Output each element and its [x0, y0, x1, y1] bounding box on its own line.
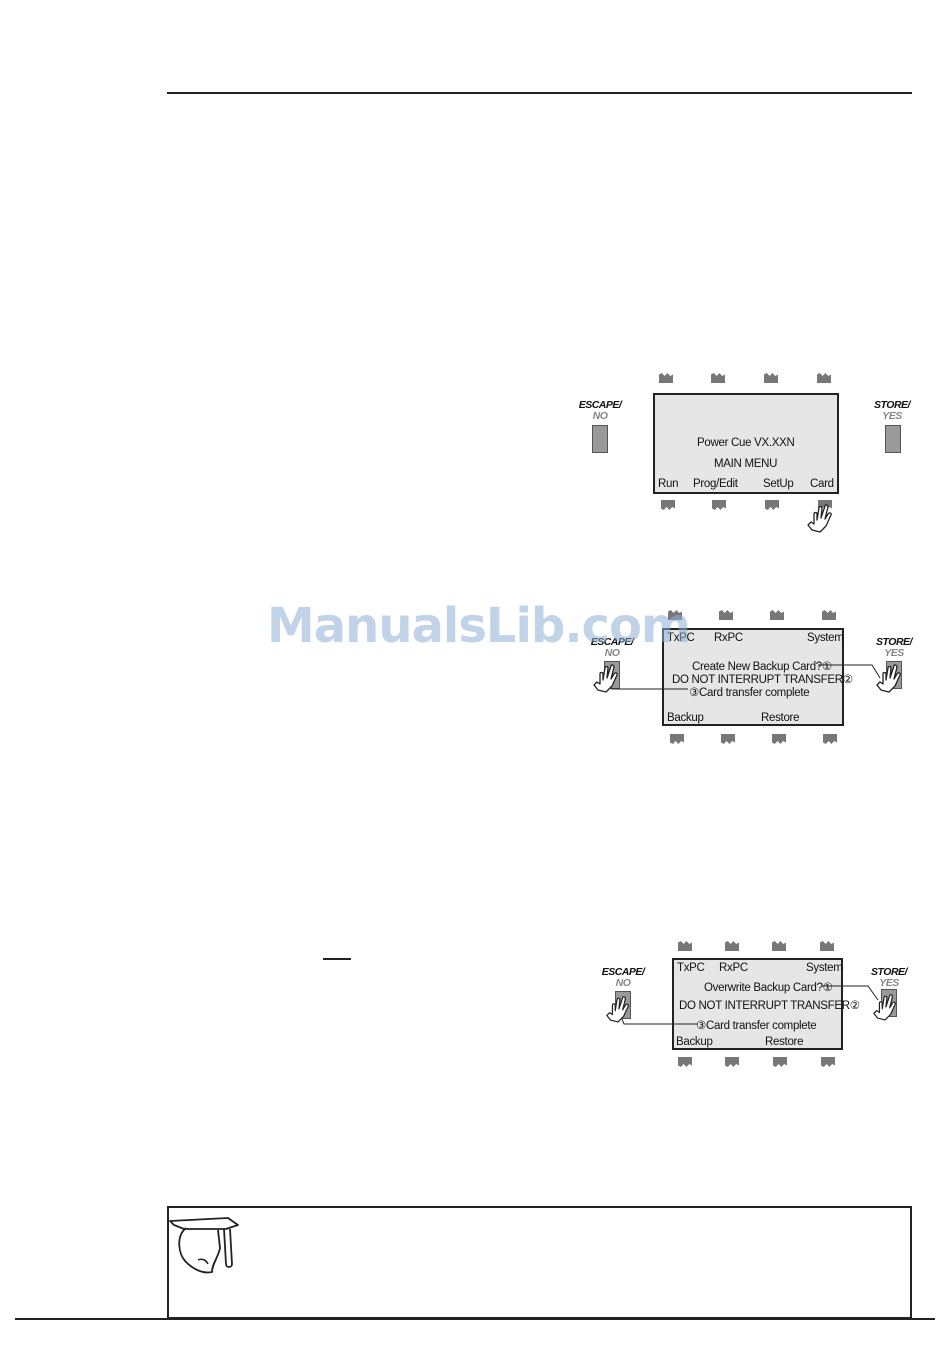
soft-key-top-3[interactable] [764, 373, 778, 383]
soft-key-progedit[interactable] [712, 500, 726, 510]
store-yes-label: STORE/ YES [871, 966, 907, 989]
soft-key-restore[interactable] [773, 1057, 787, 1067]
soft-key-bottom-4[interactable] [823, 734, 837, 744]
note-box [167, 1206, 912, 1319]
soft-key-restore[interactable] [772, 734, 786, 744]
soft-key-bottom-2[interactable] [725, 1057, 739, 1067]
lcd-softkey-backup: Backup [676, 1036, 713, 1048]
lcd-warning: DO NOT INTERRUPT TRANSFER② [672, 674, 853, 686]
store-yes-label: STORE/ YES [876, 636, 912, 659]
escape-no-label: ESCAPE/ NO [578, 399, 622, 422]
lcd-softkey-rxpc: RxPC [714, 632, 743, 644]
lcd-softkey-run: Run [658, 478, 679, 490]
soft-key-txpc[interactable] [668, 610, 682, 620]
lcd-softkey-restore: Restore [761, 712, 800, 724]
lcd-softkey-restore: Restore [765, 1036, 804, 1048]
store-yes-label: STORE/ YES [874, 399, 910, 422]
lcd-softkey-txpc: TxPC [667, 632, 695, 644]
soft-key-backup[interactable] [678, 1057, 692, 1067]
escape-no-button[interactable] [592, 425, 608, 453]
soft-key-system[interactable] [822, 610, 836, 620]
pointing-hand-icon [807, 504, 832, 533]
pointing-hand-icon [593, 664, 618, 693]
lcd-softkey-rxpc: RxPC [719, 962, 748, 974]
graduate-head-icon [169, 1217, 239, 1274]
soft-key-top-3[interactable] [770, 610, 784, 620]
soft-key-run[interactable] [661, 500, 675, 510]
lcd-version: Power Cue VX.XXN [697, 437, 795, 449]
soft-key-top-4[interactable] [817, 373, 831, 383]
lcd-softkey-card: Card [810, 478, 834, 490]
escape-no-label: ESCAPE/ NO [601, 966, 645, 989]
lcd-prompt: Overwrite Backup Card?① [704, 982, 833, 994]
soft-key-top-2[interactable] [711, 373, 725, 383]
store-yes-button[interactable] [885, 425, 901, 453]
soft-key-top-3[interactable] [772, 941, 786, 951]
lcd-status: ③Card transfer complete [689, 687, 810, 699]
soft-key-bottom-4[interactable] [821, 1057, 835, 1067]
lcd-screen: TxPC RxPC System Overwrite Backup Card?①… [672, 958, 860, 1050]
pointing-hand-icon [873, 994, 896, 1021]
lcd-softkey-backup: Backup [667, 712, 704, 724]
underline-mark [323, 958, 351, 960]
lcd-screen: Power Cue VX.XXN MAIN MENU Run Prog/Edit… [653, 393, 839, 494]
soft-key-system[interactable] [820, 941, 834, 951]
footer-rule [15, 1318, 935, 1320]
soft-key-bottom-2[interactable] [721, 734, 735, 744]
soft-key-backup[interactable] [670, 734, 684, 744]
lcd-screen: TxPC RxPC System Create New Backup Card?… [662, 628, 853, 726]
escape-no-label: ESCAPE/ NO [590, 636, 634, 659]
pointing-hand-icon [606, 996, 629, 1023]
soft-key-txpc[interactable] [678, 941, 692, 951]
lcd-warning: DO NOT INTERRUPT TRANSFER② [679, 1000, 860, 1012]
lcd-prompt: Create New Backup Card?① [692, 661, 832, 673]
pointing-hand-icon [876, 664, 901, 693]
watermark: ManualsLib.com [267, 598, 691, 654]
lcd-softkey-progedit: Prog/Edit [693, 478, 738, 490]
lcd-title: MAIN MENU [714, 458, 778, 470]
soft-key-top-1[interactable] [659, 373, 673, 383]
lcd-softkey-setup: SetUp [763, 478, 794, 490]
soft-key-setup[interactable] [765, 500, 779, 510]
lcd-softkey-system: System [806, 962, 843, 974]
soft-key-rxpc[interactable] [719, 610, 733, 620]
header-rule [167, 92, 912, 94]
soft-key-rxpc[interactable] [725, 941, 739, 951]
lcd-status: ③Card transfer complete [696, 1020, 817, 1032]
lcd-softkey-system: System [807, 632, 844, 644]
lcd-softkey-txpc: TxPC [677, 962, 705, 974]
